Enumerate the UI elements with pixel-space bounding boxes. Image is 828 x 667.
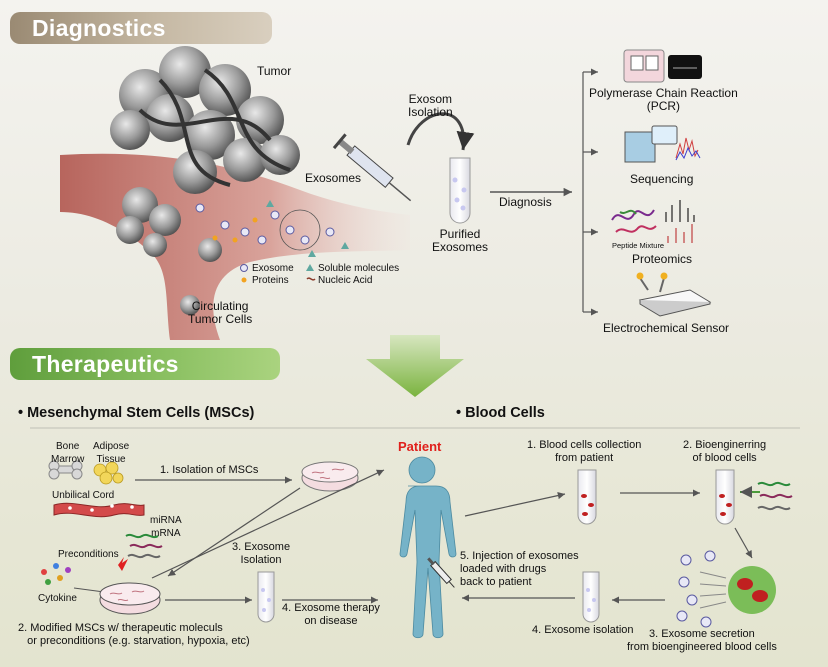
cytokine-line	[73, 587, 105, 593]
cord-label: Unbilical Cord	[52, 490, 115, 501]
blood-exo-tube	[582, 571, 600, 623]
soluble-triangles	[266, 200, 349, 257]
modified-msc-label: 2. Modified MSCs w/ therapeutic moleculs…	[18, 622, 250, 647]
tumor-label: Tumor	[257, 64, 292, 78]
legend-proteins-label: Proteins	[252, 275, 289, 286]
isolation-arrow	[406, 112, 475, 151]
preconditions-label: Preconditions	[58, 549, 119, 560]
purified-exosomes-label: Purified Exosomes	[432, 227, 489, 254]
blood-step3-label: 3. Exosome secretion from bioengineered …	[627, 628, 777, 653]
adipose-icon	[93, 461, 124, 485]
diagnostics-banner: Diagnostics	[10, 12, 272, 44]
arrow-blood-collect	[464, 492, 566, 517]
sequencer-icon	[624, 125, 701, 163]
petri-dish-modified	[99, 582, 161, 615]
therapeutics-banner: Therapeutics	[10, 348, 280, 380]
sequencing-label: Sequencing	[630, 172, 694, 186]
circulating-cells-label: Circulating Tumor Cells	[188, 299, 253, 326]
proteomics-label: Proteomics	[632, 252, 693, 266]
proteomics-icon	[611, 200, 695, 243]
exosom-isolation-label: Exosom Isolation	[408, 92, 453, 119]
mirna-icon	[125, 533, 163, 559]
sensor-label: Electrochemical Sensor	[603, 321, 730, 335]
legend-soluble-label: Soluble molecules	[318, 263, 400, 274]
bone-marrow-label: Bone Marrow	[51, 441, 85, 465]
legend-exosome-label: Exosome	[252, 263, 294, 274]
blood-step1-label: 1. Blood cells collection from patient	[527, 439, 642, 464]
down-arrow-icon	[366, 335, 464, 397]
exosomes-label: Exosomes	[305, 171, 362, 185]
cytokine-label: Cytokine	[38, 593, 77, 604]
injection-syringe-icon	[427, 557, 455, 588]
bone-icon	[48, 460, 83, 480]
blood-step5-label: 5. Injection of exosomes loaded with dru…	[460, 550, 579, 588]
arrow-msc-to-patient	[151, 469, 385, 579]
legend-nucleic-label: Nucleic Acid	[318, 275, 373, 286]
lightning-icon	[118, 557, 128, 571]
exosome-isolation-msc-label: 3. Exosome Isolation	[232, 541, 291, 566]
purified-tube	[449, 157, 471, 224]
msc-tube	[257, 571, 275, 623]
adipose-label: Adipose Tissue	[93, 441, 130, 465]
legend-exosome-icon	[240, 264, 248, 272]
engineered-cells	[676, 550, 776, 628]
circulating-cells	[116, 187, 222, 315]
mirna-label: miRNA mRNA	[150, 515, 182, 539]
patient-figure	[399, 456, 457, 639]
blood-section-title: • Blood Cells	[456, 405, 545, 421]
cytokine-icon	[41, 563, 71, 585]
zoom-circle	[279, 209, 321, 251]
patient-label: Patient	[398, 439, 442, 454]
legend-nucleic-icon	[306, 277, 316, 281]
petri-dish-1	[301, 461, 359, 492]
arrow-to-modified	[167, 487, 301, 577]
exosome-therapy-label: 4. Exosome therapy on disease	[282, 602, 380, 627]
protein-dots	[212, 217, 258, 243]
arrow-secretion	[734, 527, 753, 559]
legend-soluble-icon	[306, 264, 314, 271]
method-bracket	[582, 68, 598, 316]
tumor-cluster	[110, 46, 300, 194]
exosome-particles	[195, 203, 335, 245]
blood-step2-label: 2. Bioenginerring of blood cells	[683, 439, 767, 464]
rna-strands-icon	[757, 481, 793, 511]
syringe-icon	[332, 133, 412, 202]
legend-protein-icon	[241, 277, 247, 283]
blood-tube-2	[715, 469, 735, 525]
diagnosis-label: Diagnosis	[499, 195, 552, 209]
blood-tube-1	[577, 469, 597, 525]
umbilical-cord-icon	[53, 502, 145, 518]
isolation-msc-label: 1. Isolation of MSCs	[160, 464, 259, 476]
msc-section-title: • Mesenchymal Stem Cells (MSCs)	[18, 405, 255, 421]
pcr-machine-icon	[623, 49, 702, 83]
blood-step4-label: 4. Exosome isolation	[532, 624, 634, 636]
pcr-label: Polymerase Chain Reaction (PCR)	[589, 86, 738, 113]
sensor-icon	[636, 272, 712, 317]
peptide-label: Peptide Mixture	[612, 241, 665, 250]
